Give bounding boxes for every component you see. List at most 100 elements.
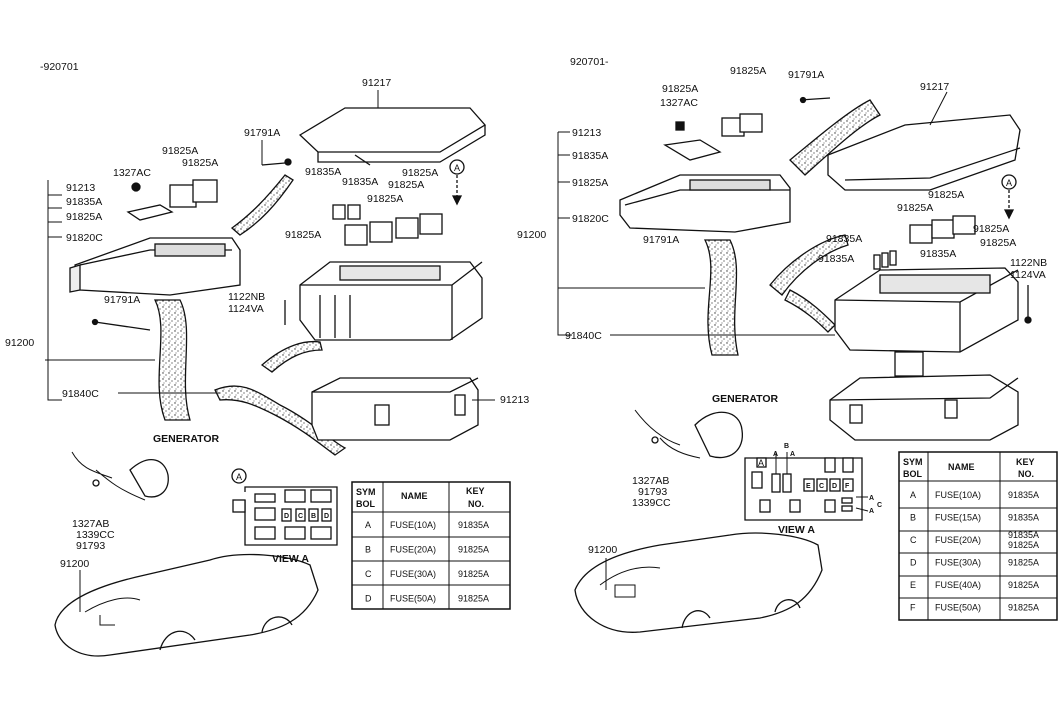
- right-view-fuse-3: D: [832, 483, 837, 490]
- left-label-fuse-1: 91835A: [305, 166, 341, 178]
- right-label-bolt-2: 91791A: [643, 234, 679, 246]
- right-harness-tube-top: [789, 99, 881, 176]
- left-table-header-key-1: KEY: [466, 486, 485, 496]
- left-table-cell: FUSE(50A): [390, 594, 436, 604]
- right-label-fuse-3: 91835A: [920, 248, 956, 260]
- right-table-header-symbol-2: BOL: [903, 469, 923, 479]
- left-view-fuse-1: D: [284, 513, 289, 520]
- right-table-header-symbol-1: SYM: [903, 457, 923, 467]
- left-label-relay-2: 91825A: [182, 157, 218, 169]
- left-table-cell: D: [365, 594, 372, 604]
- right-label-nut: 1327AC: [660, 97, 698, 109]
- left-arrow-label: A: [454, 163, 460, 173]
- right-label-bolt-1: 91791A: [788, 69, 824, 81]
- right-table-cell: D: [910, 558, 917, 568]
- left-lower-cover: [311, 377, 479, 441]
- left-generator-label: GENERATOR: [153, 433, 220, 445]
- right-table-cell: 91835A: [1008, 513, 1039, 523]
- right-label-gen-2: 91793: [638, 486, 667, 498]
- left-top-cover: [298, 107, 487, 166]
- left-table-cell: 91825A: [458, 545, 489, 555]
- left-table-header-key-2: NO.: [468, 499, 484, 509]
- right-label-stack-1: 91213: [572, 127, 601, 139]
- right-view-fuse-2: C: [819, 483, 824, 490]
- left-label-gen-1: 1327AB: [72, 518, 109, 530]
- left-label-stack-2: 91835A: [66, 196, 102, 208]
- right-table-cell: 91825A: [1008, 603, 1039, 613]
- right-table-cell: FUSE(10A): [935, 490, 981, 500]
- right-view-pointer-a3: A: [869, 495, 874, 502]
- left-date-range: -920701: [40, 61, 79, 73]
- left-view-fuse-4: D: [324, 513, 329, 520]
- right-lower-cover: [829, 374, 1019, 441]
- right-view-pointer-c: C: [877, 502, 882, 509]
- left-label-stack-4: 91820C: [66, 232, 103, 244]
- right-table-cell: B: [910, 513, 916, 523]
- right-view-pointer-a2: A: [790, 451, 795, 458]
- left-label-screw-1: 1122NB: [228, 291, 265, 303]
- right-view-fuse-4: F: [845, 483, 850, 490]
- left-view-label: VIEW A: [272, 553, 309, 565]
- right-table-cell: FUSE(20A): [935, 535, 981, 545]
- left-label-relay-3: 91825A: [402, 167, 438, 179]
- right-label-fuse-1: 91835A: [826, 233, 862, 245]
- left-table-cell: 91825A: [458, 569, 489, 579]
- right-table-cell: FUSE(50A): [935, 603, 981, 613]
- right-label-stack-4: 91820C: [572, 213, 609, 225]
- right-table-cell: 91825A: [1008, 580, 1039, 590]
- left-label-gen-3: 91793: [76, 540, 105, 552]
- right-label-screw-2: 1124VA: [1010, 269, 1046, 281]
- left-view-fuse-3: B: [311, 513, 316, 520]
- right-generator-label: GENERATOR: [712, 393, 779, 405]
- right-table-cell: C: [910, 535, 917, 545]
- right-table-cell: 91825A: [1008, 558, 1039, 568]
- left-label-harness: 91200: [5, 337, 34, 349]
- right-table-cell: 91825A: [1008, 540, 1039, 550]
- left-harness-main: [153, 299, 191, 421]
- right-label-relay-top-2: 91825A: [730, 65, 766, 77]
- right-view-fuse-1: E: [806, 483, 811, 490]
- right-table-cell: 91835A: [1008, 530, 1039, 540]
- right-label-fuse-2: 91835A: [818, 253, 854, 265]
- left-table-cell: C: [365, 569, 372, 579]
- left-label-nut: 1327AC: [113, 167, 151, 179]
- right-label-screw-1: 1122NB: [1010, 257, 1047, 269]
- right-table-cell: FUSE(40A): [935, 580, 981, 590]
- right-view-label: VIEW A: [778, 524, 815, 536]
- right-label-relay-b: 91825A: [897, 202, 933, 214]
- right-top-cover: [827, 114, 1021, 191]
- left-view-a: [232, 486, 338, 546]
- right-harness-main: [703, 239, 739, 356]
- right-label-gen-1: 1327AB: [632, 475, 669, 487]
- left-labels: -920701 91217 91825A 91825A 91791A 1327A…: [5, 61, 529, 570]
- right-table-cell: F: [910, 603, 916, 613]
- left-label-fuse-2: 91835A: [342, 176, 378, 188]
- right-view-a: [744, 452, 869, 521]
- left-table-cell: FUSE(10A): [390, 520, 436, 530]
- left-table-cell: B: [365, 545, 371, 555]
- left-table-header-name: NAME: [401, 491, 428, 501]
- right-label-stack-3: 91825A: [572, 177, 608, 189]
- right-table-header-key-1: KEY: [1016, 457, 1035, 467]
- left-table-cell: FUSE(20A): [390, 545, 436, 555]
- right-harness-side: [769, 234, 849, 296]
- left-label-91217: 91217: [362, 77, 391, 89]
- left-label-gen-2: 1339CC: [76, 529, 115, 541]
- left-label-harness-2: 91840C: [62, 388, 99, 400]
- right-view-pointer-a4: A: [869, 508, 874, 515]
- left-label-relay-1: 91825A: [162, 145, 198, 157]
- left-label-screw-2: 1124VA: [228, 303, 264, 315]
- right-label-relay-c: 91825A: [973, 223, 1009, 235]
- right-table-header-key-2: NO.: [1018, 469, 1034, 479]
- left-assembly: [45, 90, 495, 657]
- left-fuses-center: [332, 204, 443, 246]
- right-label-relay-d: 91825A: [980, 237, 1016, 249]
- left-relays-upper: [126, 179, 218, 221]
- right-table-cell: FUSE(30A): [935, 558, 981, 568]
- right-table-cell: FUSE(15A): [935, 513, 981, 523]
- right-table-header-name: NAME: [948, 462, 975, 472]
- left-label-stack-1: 91213: [66, 182, 95, 194]
